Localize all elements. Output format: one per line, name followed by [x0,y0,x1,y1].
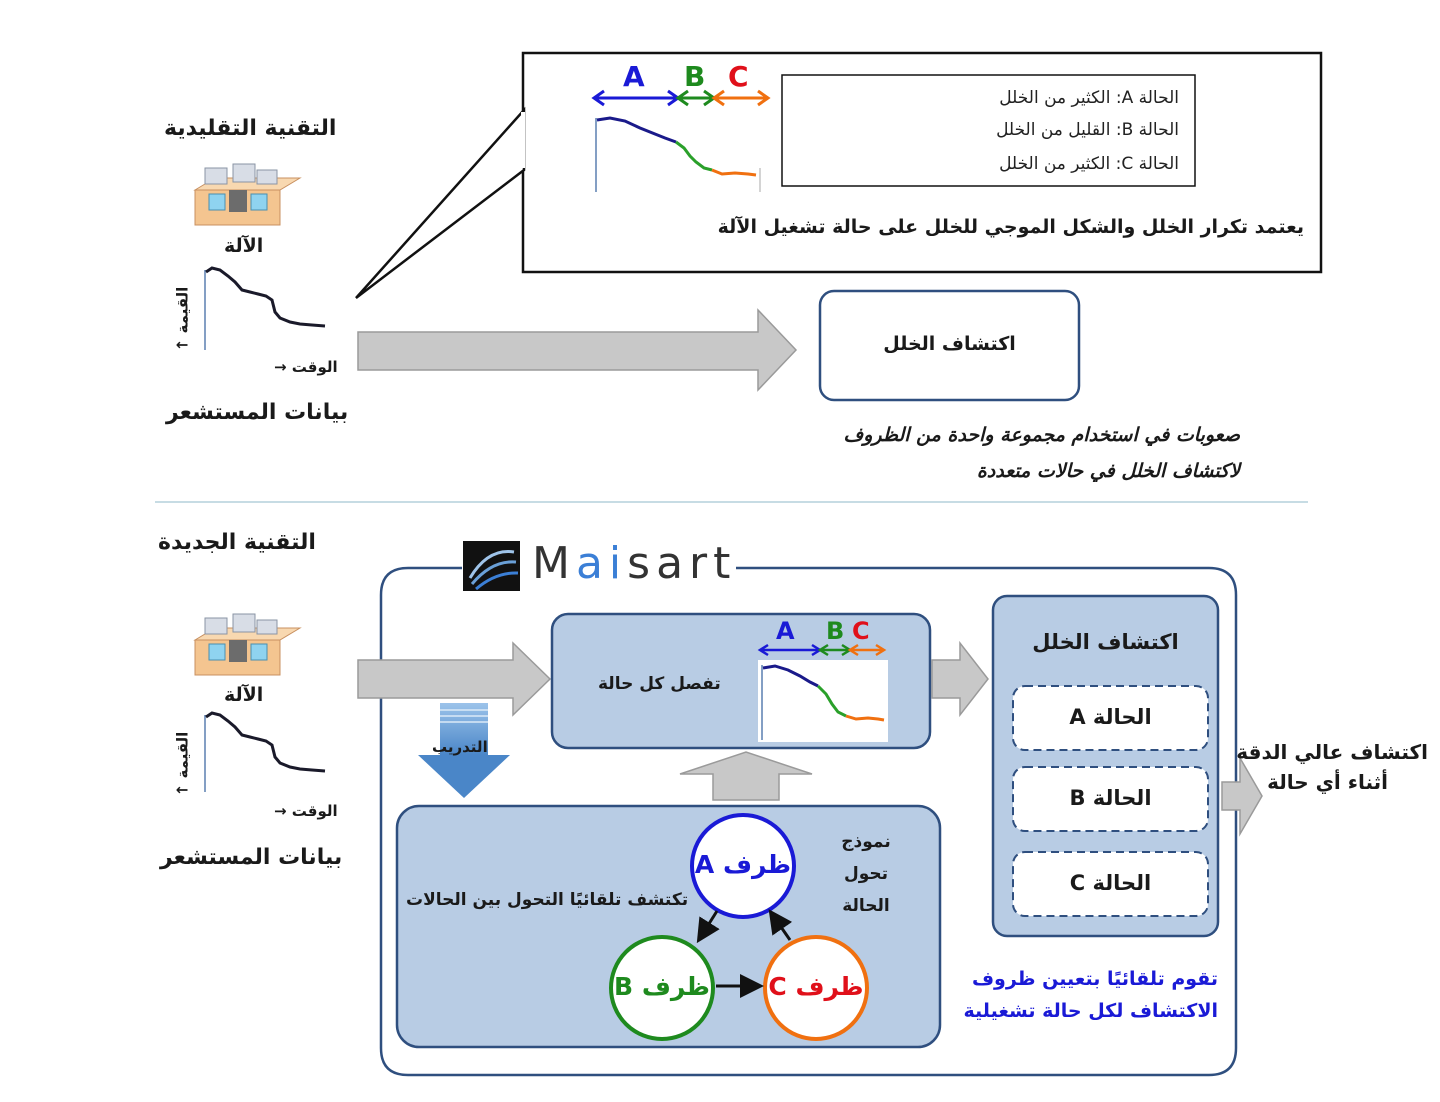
axis-value-bottom: القيمة ↑ [173,731,192,797]
callout-letter-b: B [684,60,706,93]
sensor-label-bottom: بيانات المستشعر [160,845,343,870]
axis-time-bottom: الوقت → [274,802,338,820]
state-b-label: الحالة B [1069,786,1152,810]
result-line-2: أثناء أي حالة [1267,770,1388,794]
circle-a-label: ظرف A [694,850,792,879]
circle-condition-a [690,813,796,919]
callout-abc-chart [591,89,771,192]
detection-box-top-label: اكتشاف الخلل [883,333,1016,355]
transition-c-to-a [768,909,793,941]
state-a-label: الحالة A [1069,705,1152,729]
state-c-label: الحالة C [1069,871,1152,895]
arrow-into-separator [357,641,552,717]
state-box-c [1012,851,1209,917]
machine-label-bottom: الآلة [224,684,264,706]
detection-box-top [818,289,1081,402]
detection-panel-title: اكتشاف الخلل [1032,630,1179,654]
machine-icon-top [193,163,302,226]
difficulty-line-2: لاكتشاف الخلل في حالات متعددة [976,460,1240,482]
auto-assign-line-1: تقوم تلقائيًا بتعيين ظروف [971,968,1218,990]
model-label-line-1: نموذج [841,832,891,852]
training-label: التدريب [432,738,488,756]
condition-c-text: الحالة C: الكثير من الخلل [999,154,1179,174]
training-arrow [418,703,510,798]
conventional-title: التقنية التقليدية [164,116,337,141]
sensor-chart-top [204,266,326,350]
result-line-1: اكتشاف عالي الدقة [1236,740,1428,764]
arrow-to-result [1221,755,1263,837]
circle-condition-b [609,935,715,1041]
circle-condition-c [763,935,869,1041]
callout-letter-a: A [623,60,645,93]
state-box-b [1012,766,1209,832]
auto-assign-line-2: الاكتشاف لكل حالة تشغيلية [963,1000,1218,1022]
condition-a-text: الحالة A: الكثير من الخلل [999,88,1179,108]
maisart-logo-icon [463,541,520,591]
arrow-to-detection-panel [931,640,989,718]
new-tech-title: التقنية الجديدة [158,530,316,555]
sensor-label-top: بيانات المستشعر [166,400,349,425]
axis-value-top: القيمة ↑ [173,286,192,352]
separate-label: تفصل كل حالة [598,674,721,694]
machine-icon-bottom [193,613,302,676]
difficulty-line-1: صعوبات في استخدام مجموعة واحدة من الظروف [843,424,1240,446]
maisart-wordmark: Maisart [532,538,737,589]
separator-abc-chart [757,643,887,740]
state-box-a [1012,685,1209,751]
model-label-line-2: تحول [843,864,889,884]
condition-b-text: الحالة B: القليل من الخلل [996,120,1179,140]
transition-a-to-b [696,910,720,944]
machine-label-top: الآلة [224,235,264,257]
separate-letter-a: A [776,617,795,645]
callout-letter-c: C [728,60,749,93]
arrow-up-to-separator [679,751,813,801]
axis-time-top: الوقت → [274,358,338,376]
sensor-chart-bottom [204,711,326,792]
model-label-line-3: الحالة [842,896,890,916]
arrow-to-detection-top [357,308,798,392]
separate-letter-c: C [852,617,870,645]
auto-detect-label: تكتشف تلقائيًا التحول بين الحالات [406,890,689,910]
circle-b-label: ظرف B [614,972,710,1001]
condition-legend-box [781,74,1196,187]
separate-letter-b: B [826,617,845,645]
callout-caption: يعتمد تكرار الخلل والشكل الموجي للخلل عل… [717,216,1304,238]
circle-c-label: ظرف C [768,972,864,1001]
